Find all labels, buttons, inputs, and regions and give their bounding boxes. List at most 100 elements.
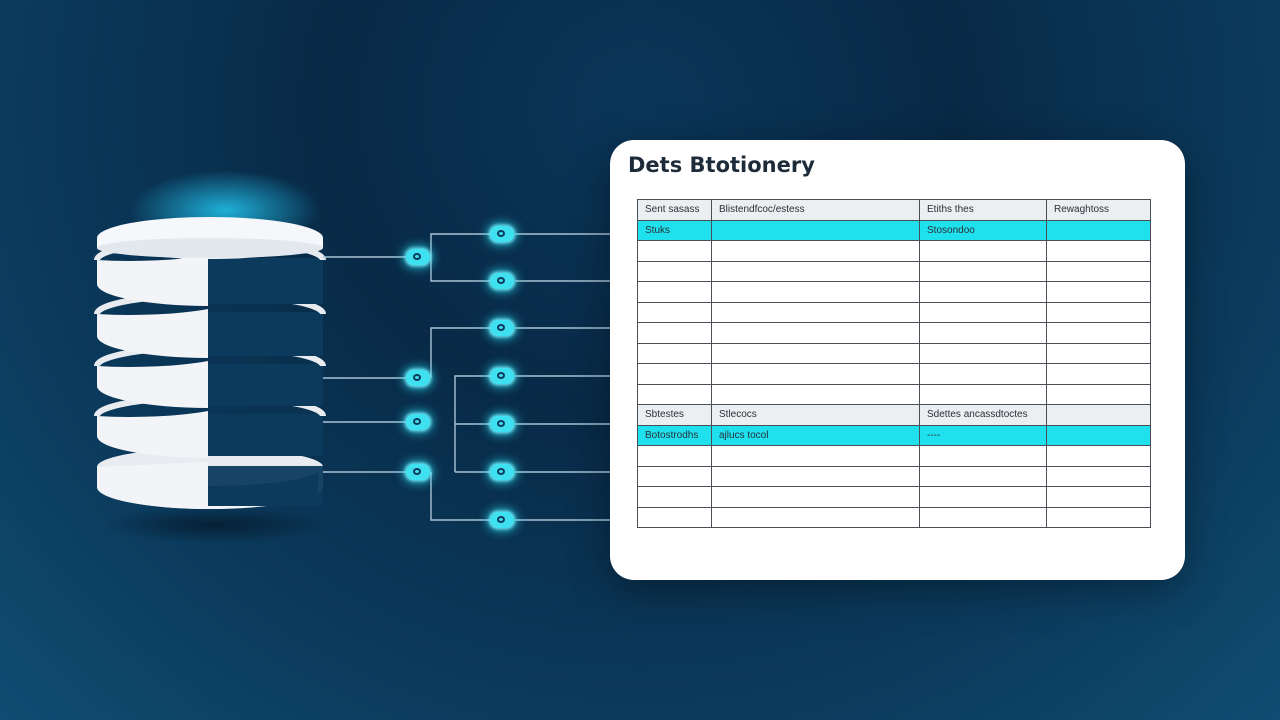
table-cell	[711, 240, 920, 262]
database-disk	[97, 448, 323, 509]
table-cell	[637, 445, 712, 467]
link-node-icon	[406, 414, 430, 430]
table-cell	[1046, 383, 1151, 405]
table-cell	[1046, 424, 1151, 446]
table-cell	[637, 240, 712, 262]
database-disk	[94, 292, 326, 358]
table-cell	[919, 322, 1047, 344]
link-node-icon	[490, 416, 514, 432]
table-row[interactable]	[637, 383, 1151, 405]
table-cell: ----	[919, 424, 1047, 446]
table-cell: Stosondoo	[919, 219, 1047, 241]
header-cell: Sbtestes	[637, 404, 712, 426]
database-disk	[94, 238, 326, 306]
header-cell: Sdettes ancassdtoctes	[919, 404, 1047, 426]
table-cell	[1046, 465, 1151, 487]
table-cell: ajlucs tocol	[711, 424, 920, 446]
table-row[interactable]	[637, 301, 1151, 323]
header-cell: Etiths thes	[919, 199, 1047, 221]
table-cell	[1046, 240, 1151, 262]
table-cell	[637, 322, 712, 344]
table-cell	[919, 445, 1047, 467]
table-cell	[1046, 322, 1151, 344]
database-disk	[94, 394, 326, 458]
highlighted-row[interactable]: Stuks Stosondoo	[637, 219, 1151, 241]
table-row[interactable]	[637, 465, 1151, 487]
table-row[interactable]	[637, 445, 1151, 467]
table-row[interactable]	[637, 342, 1151, 364]
table-cell	[637, 465, 712, 487]
data-dictionary-card: Dets Btotionery Sent sasass Blistendfcoc…	[610, 140, 1185, 580]
link-node-icon	[490, 512, 514, 528]
table-cell	[1046, 219, 1151, 241]
table-cell	[637, 342, 712, 364]
table-cell	[919, 506, 1047, 528]
table-cell	[919, 342, 1047, 364]
database-disk	[94, 344, 326, 408]
table-cell	[919, 301, 1047, 323]
table-cell	[919, 260, 1047, 282]
database-shadow	[100, 507, 330, 543]
table-cell	[919, 486, 1047, 508]
table-cell	[711, 260, 920, 282]
table-cell	[637, 506, 712, 528]
link-node-icon	[490, 464, 514, 480]
link-node-icon	[490, 368, 514, 384]
table-row[interactable]	[637, 506, 1151, 528]
table-row[interactable]	[637, 486, 1151, 508]
table-row[interactable]	[637, 363, 1151, 385]
table-cell	[711, 445, 920, 467]
link-node-icon	[406, 370, 430, 386]
link-node-icon	[406, 464, 430, 480]
table-cell	[637, 486, 712, 508]
table-cell	[637, 281, 712, 303]
header-cell: Rewaghtoss	[1046, 199, 1151, 221]
table-cell	[637, 301, 712, 323]
table-row[interactable]	[637, 260, 1151, 282]
table-cell	[711, 219, 920, 241]
table-cell	[1046, 363, 1151, 385]
table-cell	[919, 465, 1047, 487]
table-cell	[637, 383, 712, 405]
table-cell	[711, 322, 920, 344]
table-cell	[637, 363, 712, 385]
table-cell	[711, 301, 920, 323]
table-cell: Stuks	[637, 219, 712, 241]
table-header-row: Sent sasass Blistendfcoc/estess Etiths t…	[637, 199, 1151, 221]
table-cell	[711, 383, 920, 405]
connector-lines	[323, 233, 611, 521]
table-cell	[711, 465, 920, 487]
link-node-icon	[490, 226, 514, 242]
table-cell	[919, 240, 1047, 262]
table-cell	[919, 383, 1047, 405]
table-cell	[1046, 301, 1151, 323]
table-cell	[711, 363, 920, 385]
table-cell	[1046, 260, 1151, 282]
table-row[interactable]	[637, 281, 1151, 303]
table-cell	[711, 486, 920, 508]
highlighted-row[interactable]: Botostrodhs ajlucs tocol ----	[637, 424, 1151, 446]
table-cell: Botostrodhs	[637, 424, 712, 446]
table-row[interactable]	[637, 240, 1151, 262]
table-row[interactable]	[637, 322, 1151, 344]
table-cell	[1046, 342, 1151, 364]
table-cell	[637, 260, 712, 282]
table-cell	[711, 342, 920, 364]
header-cell	[1046, 404, 1151, 426]
table-cell	[711, 281, 920, 303]
section-header-row: Sbtestes Stlecocs Sdettes ancassdtoctes	[637, 404, 1151, 426]
database-icon	[94, 217, 326, 509]
link-node-icon	[490, 273, 514, 289]
table-cell	[1046, 445, 1151, 467]
card-title: Dets Btotionery	[628, 153, 815, 177]
table-cell	[919, 281, 1047, 303]
header-cell: Stlecocs	[711, 404, 920, 426]
header-cell: Sent sasass	[637, 199, 712, 221]
table-cell	[1046, 506, 1151, 528]
table-cell	[711, 506, 920, 528]
table-cell	[1046, 281, 1151, 303]
link-node-icon	[490, 320, 514, 336]
table-cell	[1046, 486, 1151, 508]
table-cell	[919, 363, 1047, 385]
